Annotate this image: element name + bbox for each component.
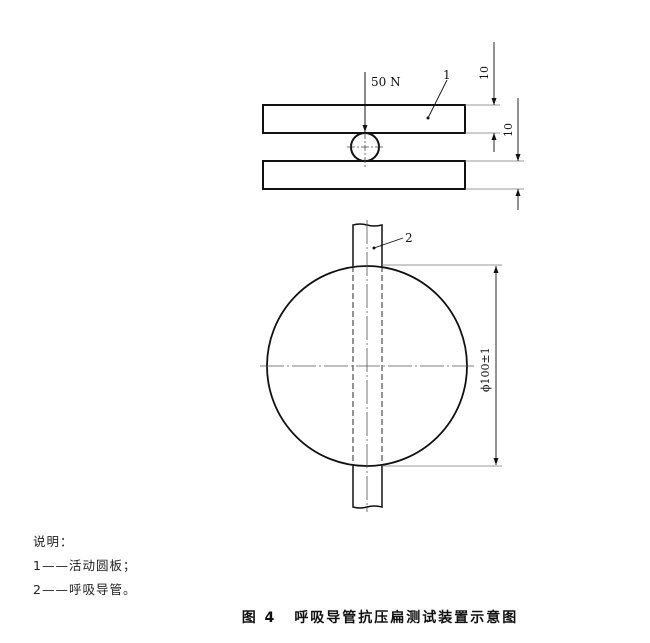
legend-item-2: 2——呼吸导管。 (33, 578, 136, 602)
callout-2-label: 2 (405, 231, 413, 245)
legend-heading: 说明： (33, 534, 74, 549)
force-label: 50 N (371, 75, 401, 89)
top-view: 2 ϕ100±1 (260, 220, 502, 512)
tube-bottom-segment (352, 466, 383, 509)
legend-item-dash: —— (41, 582, 69, 597)
figure-number: 图 4 (241, 610, 277, 626)
dimension-bottom-label: 10 (502, 123, 515, 137)
legend: 说明： 1——活动圆板； 2——呼吸导管。 (33, 530, 136, 602)
figure-title: 呼吸导管抗压扁测试装置示意图 (294, 610, 519, 626)
top-plate (262, 104, 466, 134)
legend-item-number: 1 (33, 558, 42, 573)
side-view: 50 N 1 10 10 (262, 42, 524, 210)
bottom-plate (262, 160, 466, 190)
figure-caption: 图 4 呼吸导管抗压扁测试装置示意图 (0, 607, 650, 627)
legend-item-text: 活动圆板； (68, 558, 137, 573)
legend-item-number: 2 (33, 582, 42, 597)
legend-item-text: 呼吸导管。 (68, 582, 137, 597)
diameter-label: ϕ100±1 (479, 347, 492, 392)
callout-1-leader (427, 79, 448, 119)
tube-top-segment (352, 223, 383, 266)
callout-1-label: 1 (443, 68, 451, 82)
legend-item-dash: —— (41, 558, 69, 573)
dimension-top-label: 10 (478, 66, 491, 80)
callout-2-leader (373, 237, 404, 249)
legend-item-1: 1——活动圆板； (33, 554, 136, 578)
